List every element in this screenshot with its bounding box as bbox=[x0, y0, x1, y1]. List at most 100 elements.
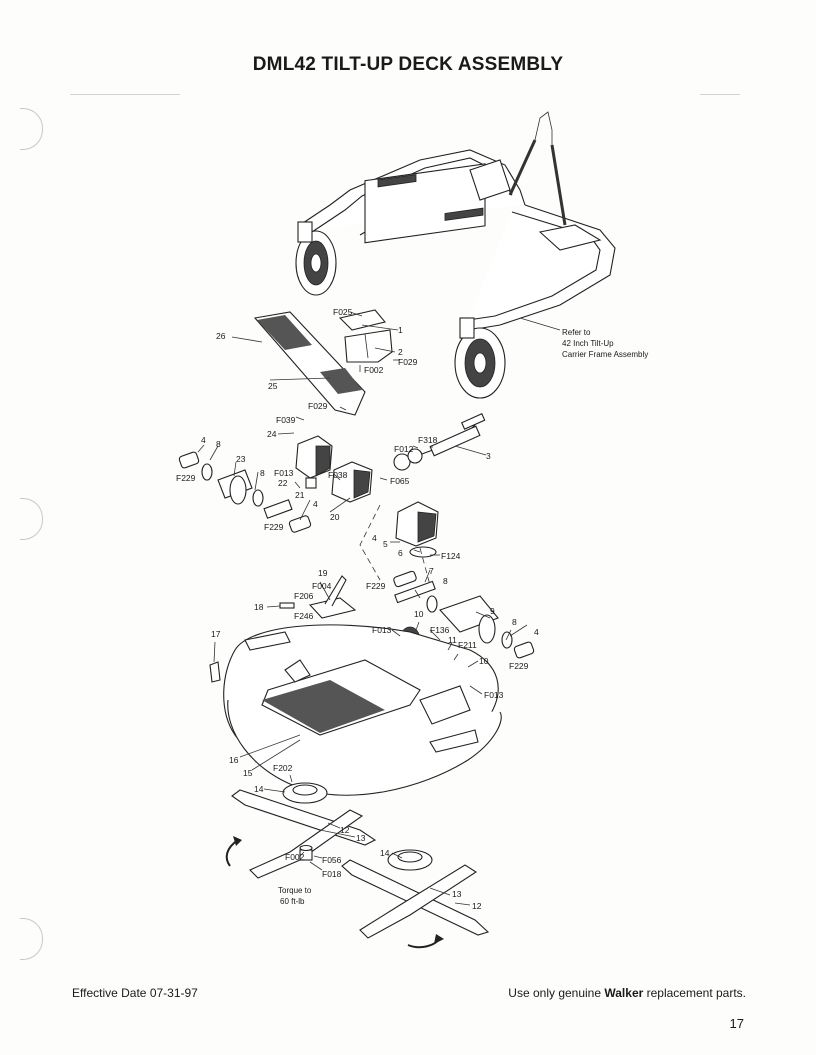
callout-17: 17 bbox=[211, 629, 221, 639]
torque-note-line-2: 60 ft-lb bbox=[280, 897, 305, 906]
callout-F029-b: F029 bbox=[308, 401, 328, 411]
right-axle-parts bbox=[393, 570, 535, 659]
callout-3: 3 bbox=[486, 451, 491, 461]
page-title: DML42 TILT-UP DECK ASSEMBLY bbox=[252, 54, 564, 75]
callout-12-a: 12 bbox=[340, 825, 350, 835]
effective-date: Effective Date 07-31-97 bbox=[72, 986, 198, 1000]
spring-left bbox=[508, 139, 537, 196]
callout-F018: F018 bbox=[322, 869, 342, 879]
discharge-chute bbox=[253, 311, 366, 416]
callout-19: 19 bbox=[318, 568, 328, 578]
leader-lines bbox=[197, 311, 561, 906]
callout-13-b: 13 bbox=[452, 889, 462, 899]
callout-15: 15 bbox=[243, 768, 253, 778]
callout-9: 9 bbox=[490, 606, 495, 616]
refer-note-line-2: 42 Inch Tilt-Up bbox=[562, 339, 614, 348]
callout-21: 21 bbox=[295, 490, 305, 500]
callout-13-a: 13 bbox=[356, 833, 366, 843]
pin-17 bbox=[209, 661, 221, 683]
callout-18: 18 bbox=[254, 602, 264, 612]
callout-F206: F206 bbox=[294, 591, 314, 601]
callout-F056: F056 bbox=[322, 855, 342, 865]
callout-8-c: 8 bbox=[443, 576, 448, 586]
callout-F013-a: F013 bbox=[274, 468, 294, 478]
callout-22: 22 bbox=[278, 478, 288, 488]
callout-F202: F202 bbox=[273, 763, 293, 773]
callout-F136: F136 bbox=[430, 625, 450, 635]
callout-8-a: 8 bbox=[216, 439, 221, 449]
callout-F229-c: F229 bbox=[366, 581, 386, 591]
callout-F013-b: F013 bbox=[372, 625, 392, 635]
callout-F004: F004 bbox=[312, 581, 332, 591]
left-axle-parts bbox=[178, 451, 312, 533]
refer-note-line-3: Carrier Frame Assembly bbox=[562, 350, 648, 359]
notice-prefix: Use only genuine bbox=[508, 986, 605, 1000]
callout-4-b: 4 bbox=[313, 499, 318, 509]
callout-8-d: 8 bbox=[512, 617, 517, 627]
callout-14-a: 14 bbox=[254, 784, 264, 794]
page-number: 17 bbox=[729, 1016, 744, 1031]
torque-note: Torque to 60 ft-lb bbox=[278, 886, 312, 906]
header-rule-left bbox=[70, 94, 180, 95]
callout-F039: F039 bbox=[276, 415, 296, 425]
brand-name: Walker bbox=[604, 986, 644, 1000]
callout-11: 11 bbox=[448, 635, 457, 645]
callout-F038: F038 bbox=[328, 470, 348, 480]
callout-25: 25 bbox=[268, 381, 278, 391]
callout-5: 5 bbox=[383, 539, 388, 549]
upper-gearbox bbox=[295, 435, 333, 489]
refer-note-line-1: Refer to bbox=[562, 328, 591, 337]
callout-F002-b: F002 bbox=[285, 852, 305, 862]
gearbox-right bbox=[331, 461, 373, 503]
callout-F012: F012 bbox=[394, 444, 414, 454]
callout-12-b: 12 bbox=[472, 901, 482, 911]
callout-6: 6 bbox=[398, 548, 403, 558]
callout-F229-b: F229 bbox=[264, 522, 284, 532]
bracket-2 bbox=[344, 329, 393, 363]
callout-F065: F065 bbox=[390, 476, 410, 486]
callout-F211: F211 bbox=[458, 640, 477, 650]
callout-23: 23 bbox=[236, 454, 246, 464]
pin-18 bbox=[279, 602, 295, 609]
callout-1: 1 bbox=[398, 325, 403, 335]
callout-F025: F025 bbox=[333, 307, 353, 317]
callout-F318: F318 bbox=[418, 435, 438, 445]
callout-F229-d: F229 bbox=[509, 661, 529, 671]
callout-F246: F246 bbox=[294, 611, 314, 621]
callout-20: 20 bbox=[330, 512, 340, 522]
refer-note: Refer to 42 Inch Tilt-Up Carrier Frame A… bbox=[562, 328, 648, 359]
blade-left bbox=[231, 782, 377, 879]
genuine-parts-notice: Use only genuine Walker replacement part… bbox=[508, 986, 746, 1000]
torque-note-line-1: Torque to bbox=[278, 886, 312, 895]
callout-F002-a: F002 bbox=[364, 365, 384, 375]
callout-F029-a: F029 bbox=[398, 357, 418, 367]
callout-24: 24 bbox=[267, 429, 277, 439]
notice-suffix: replacement parts. bbox=[643, 986, 746, 1000]
callout-F229-a: F229 bbox=[176, 473, 196, 483]
mower-deck bbox=[223, 624, 502, 796]
callout-4-a: 4 bbox=[201, 435, 206, 445]
callout-7: 7 bbox=[429, 566, 434, 576]
drive-shaft bbox=[393, 413, 486, 471]
callout-4-c: 4 bbox=[372, 533, 377, 543]
callout-10-b: 10 bbox=[479, 656, 489, 666]
callout-10-a: 10 bbox=[414, 609, 424, 619]
blade-bolt bbox=[299, 844, 313, 861]
lower-gearbox bbox=[395, 501, 439, 558]
callout-26: 26 bbox=[216, 331, 226, 341]
blade-right bbox=[341, 849, 490, 939]
callout-14-b: 14 bbox=[380, 848, 390, 858]
callout-F013-c: F013 bbox=[484, 690, 504, 700]
carrier-frame bbox=[295, 111, 616, 399]
callout-2: 2 bbox=[398, 347, 403, 357]
header-rule-right bbox=[700, 94, 740, 95]
callout-16: 16 bbox=[229, 755, 239, 765]
callout-F124: F124 bbox=[441, 551, 461, 561]
callout-8-b: 8 bbox=[260, 468, 265, 478]
mount-bracket-19 bbox=[308, 575, 357, 619]
spring-right bbox=[550, 144, 567, 226]
bracket-1 bbox=[338, 309, 386, 331]
callout-labels: F025 1 26 2 F029 F002 25 F029 F039 24 F3… bbox=[176, 307, 539, 911]
callout-4-d: 4 bbox=[534, 627, 539, 637]
